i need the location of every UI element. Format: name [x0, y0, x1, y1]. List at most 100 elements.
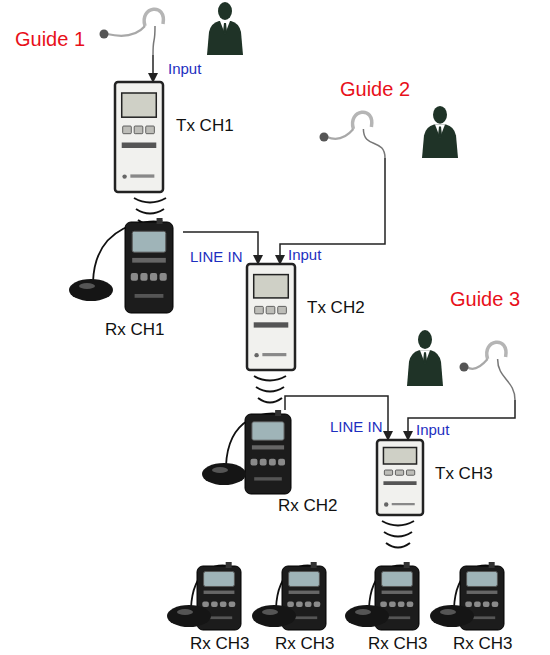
receiver: Rx CH1 [65, 218, 183, 346]
rx-button [305, 601, 312, 606]
earphone [167, 605, 211, 627]
ear-hook [487, 342, 506, 359]
rx-jack [275, 410, 281, 416]
tour-guide: Guide 2 [315, 78, 470, 158]
guide-name: Guide 3 [450, 288, 520, 311]
signal-connector [408, 400, 515, 440]
mic-cord [498, 359, 515, 400]
person-shirt [220, 21, 230, 34]
rx-button [220, 601, 227, 606]
person-head [418, 330, 432, 349]
rx-text-strip [254, 477, 282, 480]
input-label: LINE IN [330, 418, 383, 435]
rx-button [131, 273, 138, 281]
guide-name: Guide 2 [340, 78, 410, 101]
rx-brand-bar [204, 591, 235, 594]
signal-connector [183, 232, 258, 264]
tx-button [384, 470, 392, 475]
guide-name: Guide 1 [15, 28, 85, 51]
rx-jack [311, 562, 317, 568]
rx-brand-bar [252, 445, 284, 449]
earphone [430, 605, 474, 627]
tour-guide: Guide 3 [400, 288, 545, 400]
rx-button [398, 601, 405, 606]
rx-brand-bar [289, 591, 320, 594]
rx-button [202, 601, 209, 606]
rx-button [483, 601, 490, 606]
tour-guide: Guide 1 [10, 0, 250, 55]
tx-button [278, 306, 287, 313]
person-body [407, 350, 443, 386]
rx-button [474, 601, 481, 606]
receiver: Rx CH3 [250, 562, 355, 655]
transmitter: Tx CH3 [375, 440, 510, 515]
tx-button [395, 470, 403, 475]
mic-boom [327, 129, 353, 139]
tx-button [255, 306, 264, 313]
input-label: Input [416, 421, 449, 438]
person-tie [223, 23, 227, 35]
rx-body [245, 414, 291, 494]
tx-brand-bar [122, 143, 157, 149]
rx-jack [157, 218, 163, 224]
transmitter: Tx CH2 [245, 264, 380, 370]
receiver: Rx CH3 [428, 562, 533, 655]
transmitter: Tx CH1 [113, 82, 248, 192]
wave-arc [384, 532, 412, 537]
mic-boom [467, 359, 488, 369]
person-head [218, 2, 232, 20]
rx-button [140, 273, 147, 281]
tx-brand-bar [383, 481, 416, 485]
wave-arc [254, 376, 286, 381]
receiver: Rx CH3 [165, 562, 270, 655]
earphone-highlight [177, 609, 193, 615]
person-body [207, 21, 243, 55]
input-label: Input [288, 246, 321, 263]
mic-ball [100, 30, 109, 39]
device-label: Tx CH2 [307, 298, 365, 318]
rx-brand-bar [132, 258, 166, 263]
rx-button [229, 601, 236, 606]
device-label: Tx CH3 [435, 464, 493, 484]
rx-button [160, 273, 167, 281]
ear-hook [144, 9, 163, 26]
tx-button [266, 306, 275, 313]
rx-button [380, 601, 387, 606]
wave-arc [136, 209, 164, 214]
rx-button [314, 601, 321, 606]
tx-screen [383, 448, 416, 465]
rx-button [287, 601, 294, 606]
input-label: LINE IN [190, 248, 243, 265]
signal-connector [152, 55, 154, 82]
rx-screen [467, 572, 498, 587]
rx-button [407, 601, 414, 606]
rx-button [389, 601, 396, 606]
earphone-highlight [262, 609, 278, 615]
rx-jack [489, 562, 495, 568]
rx-text-strip [135, 294, 164, 298]
tx-logo [384, 502, 388, 506]
tx-logo [254, 353, 258, 357]
device-illustration [113, 82, 248, 192]
earphone-highlight [440, 609, 456, 615]
device-label: Tx CH1 [176, 116, 234, 136]
earphone [345, 605, 389, 627]
rx-button [260, 459, 267, 466]
wave-arc [256, 387, 284, 392]
earphone-highlight [79, 283, 95, 289]
rx-button [269, 459, 276, 466]
rx-button [278, 459, 285, 466]
rx-jack [404, 562, 410, 568]
mic-ball [460, 363, 469, 372]
rx-screen [132, 231, 166, 252]
mic-cord [363, 129, 385, 158]
tx-body [115, 82, 163, 192]
tx-logo [122, 174, 126, 178]
receiver: Rx CH3 [343, 562, 448, 655]
tx-body [377, 440, 423, 515]
rx-brand-bar [382, 591, 413, 594]
person-head [433, 106, 447, 124]
rx-body [125, 222, 173, 313]
earphone-highlight [355, 609, 371, 615]
tx-button [123, 126, 132, 134]
